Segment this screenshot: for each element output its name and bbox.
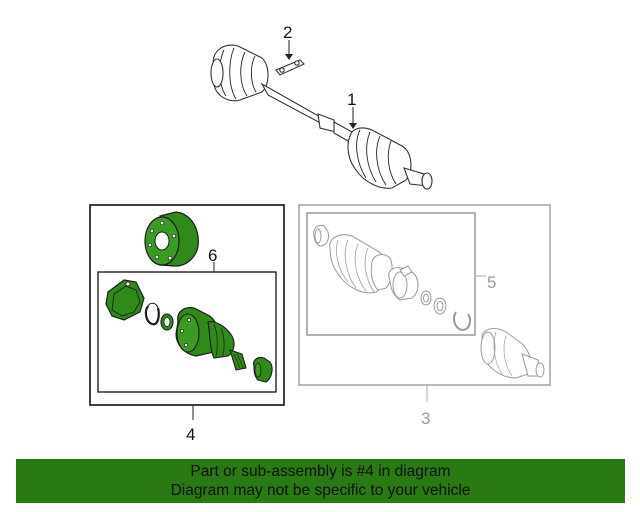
axle-outer-boot (210, 44, 269, 102)
leader-arrow-2 (285, 54, 293, 60)
axle-shaft-assembly[interactable] (210, 44, 433, 190)
callout-3[interactable]: 3 (421, 409, 430, 428)
callout-6[interactable]: 6 (208, 246, 217, 265)
outer-boot-kit-frame[interactable] (97, 271, 277, 393)
inner-cv-joint[interactable] (480, 328, 545, 379)
outer-cv-joint[interactable] (175, 307, 247, 371)
callout-4[interactable]: 4 (186, 425, 195, 444)
outer-joint-kit-frame[interactable] (89, 204, 285, 406)
inner-ring-1-hole (423, 293, 429, 303)
inner-ring-2-hole (436, 301, 444, 311)
bracket-part[interactable] (275, 59, 305, 76)
axle-inner-boot (347, 127, 433, 190)
outer-joint-clamp[interactable] (253, 356, 273, 383)
banner-line-disclaimer: Diagram may not be specific to your vehi… (170, 482, 471, 499)
outer-joint-flange[interactable] (144, 211, 199, 267)
inner-joint-parts (313, 225, 545, 379)
callout-2[interactable]: 2 (283, 23, 292, 42)
axle-shaft-bar (260, 82, 353, 143)
leader-arrow-1 (349, 123, 357, 129)
parts-diagram: 2 1 (89, 23, 551, 444)
inner-clamp-ring[interactable] (313, 225, 329, 247)
callout-1[interactable]: 1 (347, 90, 356, 109)
inner-boot[interactable] (329, 234, 393, 294)
inner-boot-clamp[interactable] (388, 265, 419, 301)
inner-circlip[interactable] (453, 311, 471, 332)
outer-joint-circlip[interactable] (144, 302, 160, 326)
outer-joint-ring[interactable] (160, 313, 174, 331)
outer-joint-cover-plate[interactable] (105, 279, 145, 321)
banner-line-part-number: Part or sub-assembly is #4 in diagram (190, 463, 451, 480)
callout-5[interactable]: 5 (487, 273, 496, 292)
inner-boot-kit-frame[interactable] (306, 212, 476, 336)
inner-joint-kit-frame[interactable] (298, 204, 551, 386)
info-banner: Part or sub-assembly is #4 in diagram Di… (16, 459, 625, 503)
